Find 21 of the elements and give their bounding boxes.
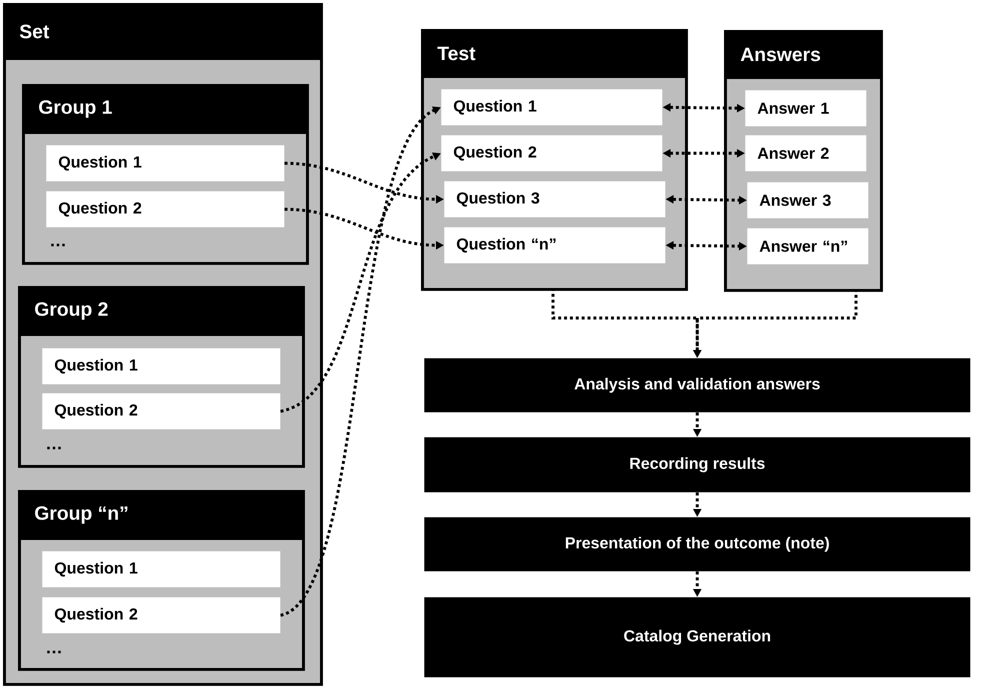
question-box: Question 3 — [444, 181, 666, 218]
question-box: Question 2 — [46, 191, 284, 228]
question-box: Question “n” — [444, 227, 666, 264]
process-box: Recording results — [424, 437, 970, 492]
process-box: Analysis and validation answers — [424, 358, 970, 412]
ellipsis: … — [51, 244, 65, 246]
question-box: Answer 1 — [745, 90, 866, 126]
question-box: Question 2 — [42, 597, 280, 634]
question-box: Answer “n” — [747, 228, 868, 264]
process-box: Presentation of the outcome (note) — [424, 517, 970, 572]
ellipsis: … — [47, 650, 61, 654]
question-box: Answer 2 — [745, 135, 866, 172]
question-box: Question 1 — [42, 551, 280, 588]
question-box: Question 1 — [46, 145, 284, 182]
question-box: Question 1 — [441, 89, 662, 126]
process-box: Catalog Generation — [424, 597, 970, 678]
question-box: Question 1 — [42, 348, 280, 384]
ellipsis: … — [47, 446, 61, 450]
question-box: Question 2 — [441, 135, 662, 172]
question-box: Answer 3 — [747, 182, 868, 218]
question-box: Question 2 — [42, 393, 280, 430]
